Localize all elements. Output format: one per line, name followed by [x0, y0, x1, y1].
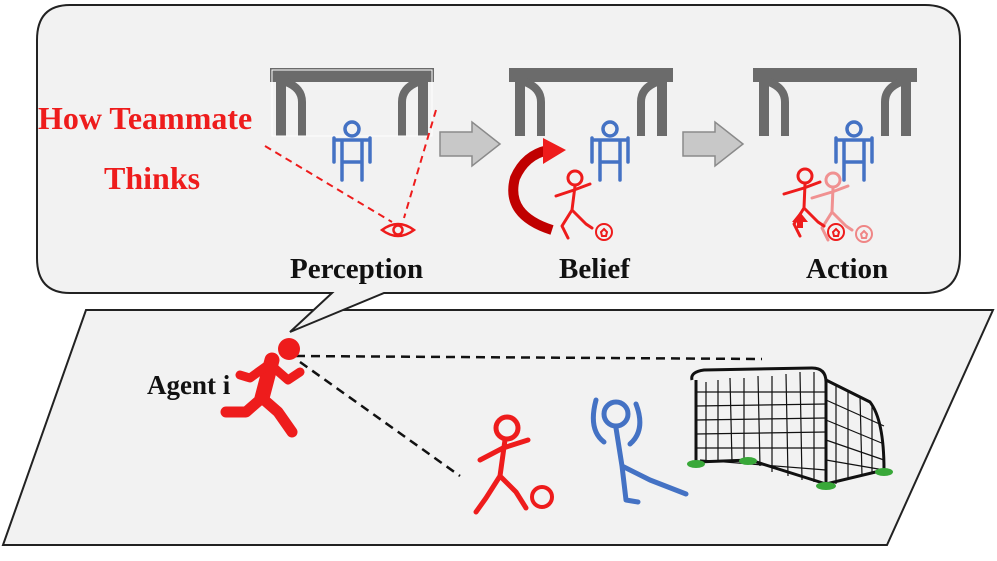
soccer-ball-icon [595, 223, 613, 241]
soccer-ball-icon [530, 485, 554, 509]
goal-frame-icon [509, 68, 673, 136]
thought-bubble [36, 4, 961, 333]
agent-label: Agent i [147, 370, 231, 400]
soccer-net-icon [690, 366, 886, 486]
stage-arrow-1 [439, 120, 502, 168]
dribbling-player-icon [782, 167, 826, 238]
diving-goalkeeper-icon [590, 397, 689, 505]
stage-label-perception: Perception [290, 253, 424, 285]
running-person-icon [220, 338, 305, 438]
dribbling-player-icon [473, 414, 531, 515]
stage-arrow-2 [682, 120, 745, 168]
up-arrow-icon [792, 212, 808, 228]
curved-arrow-icon [508, 138, 566, 235]
dribbling-player-icon [554, 169, 594, 240]
eye-icon [379, 222, 417, 238]
sight-line-left [264, 145, 393, 223]
goalkeeper-icon [834, 120, 874, 182]
stage-label-belief: Belief [559, 253, 630, 285]
stage-label-action: Action [806, 253, 889, 285]
soccer-ball-icon [827, 223, 845, 241]
sight-line-right [403, 109, 437, 219]
title-line-2: Thinks [104, 160, 201, 196]
action-panel [753, 68, 917, 243]
view-line-diagonal [299, 360, 461, 478]
goal-frame-icon [270, 68, 434, 137]
grass-icon [687, 457, 893, 490]
goalkeeper-icon [590, 120, 630, 182]
dribbling-player-ghost-icon [810, 171, 854, 242]
soccer-ball-ghost-icon [855, 225, 873, 243]
view-line-top [295, 354, 763, 361]
perception-panel [264, 68, 437, 238]
title-line-1: How Teammate [38, 100, 253, 136]
belief-panel [508, 68, 673, 241]
goal-frame-icon [753, 68, 917, 136]
goalkeeper-icon [332, 120, 372, 182]
